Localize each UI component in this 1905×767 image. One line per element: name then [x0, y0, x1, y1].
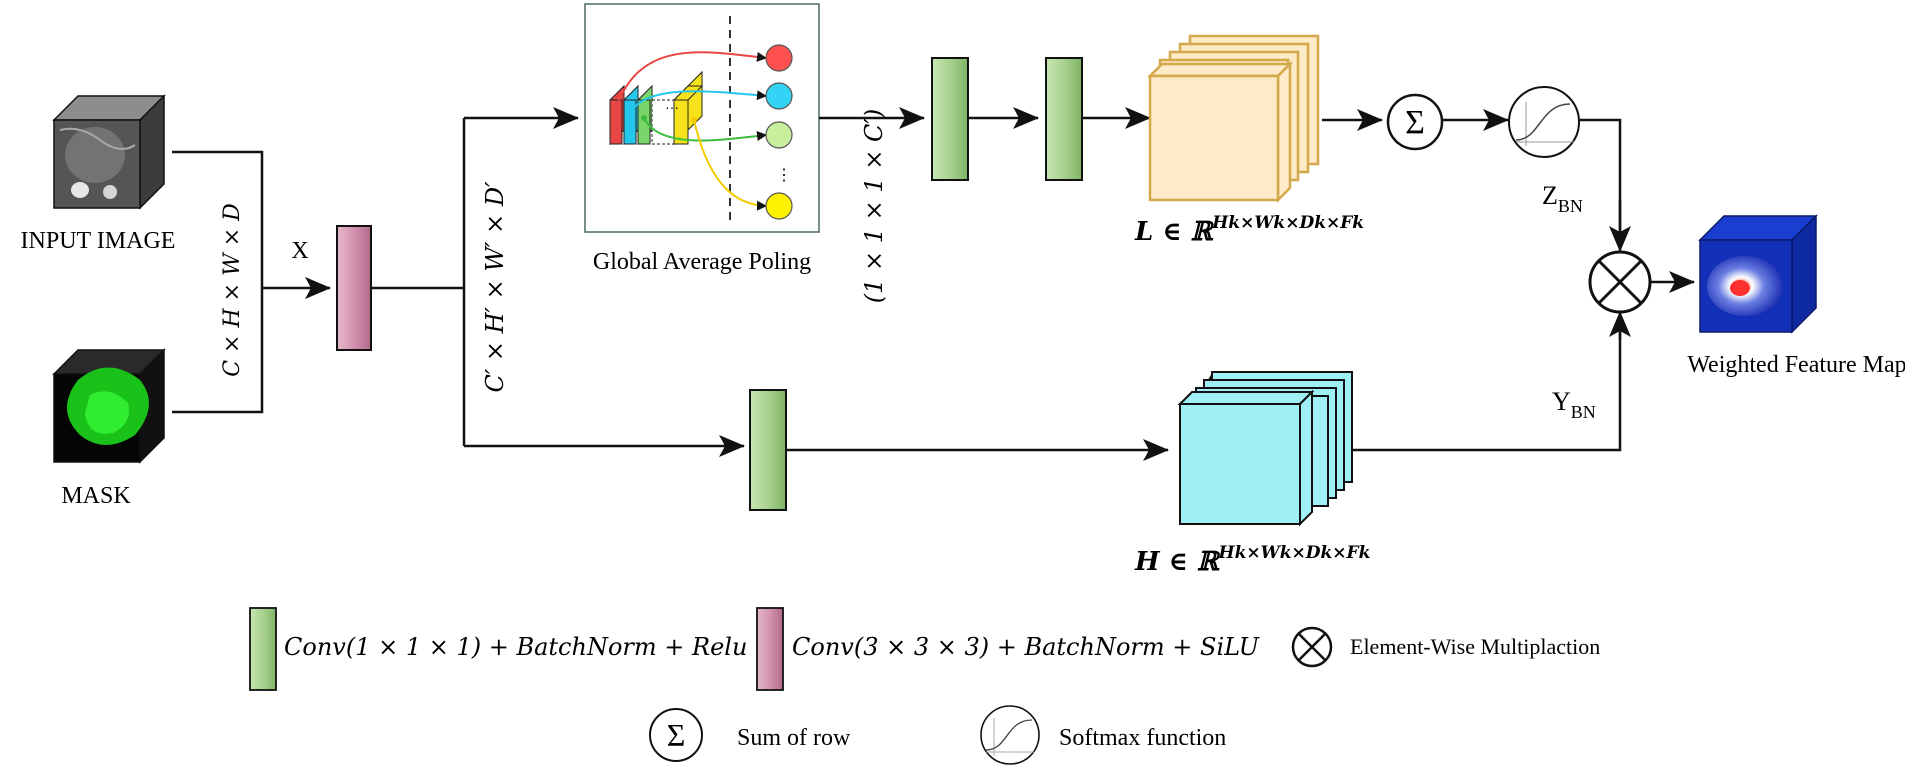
conv1-block-top-2 [1045, 57, 1083, 181]
l-formula: L ∈ ℝHk×Wk×Dk×Fk [1134, 213, 1364, 247]
bottom-path-connectors [786, 311, 1631, 461]
weighted-feature-map-label: Weighted Feature Map [1687, 352, 1905, 378]
mask-label: MASK [61, 483, 131, 509]
sum-node: Σ [1386, 93, 1444, 151]
conv-output-dim-label: C′ × H′ × W′ × D′ [481, 181, 509, 393]
svg-text:Σ: Σ [1405, 104, 1425, 141]
l-feature-cube [1146, 34, 1320, 204]
legend-conv3: Conv(3 × 3 × 3) + BatchNorm + SiLU [792, 633, 1260, 661]
legend-multiply-icon [1291, 626, 1333, 668]
gap-dots-horizontal: ··· [665, 102, 679, 117]
legend-sum: Sum of row [737, 725, 851, 751]
input-image-cube [52, 94, 166, 210]
weighted-feature-map-cube [1698, 214, 1818, 334]
h-feature-cube [1177, 371, 1353, 527]
h-formula: H ∈ ℝHk×Wk×Dk×Fk [1134, 543, 1370, 577]
legend: Conv(1 × 1 × 1) + BatchNorm + Relu Conv(… [249, 607, 1600, 765]
mask-cube [52, 348, 166, 464]
softmax-node [1508, 86, 1580, 158]
legend-conv1: Conv(1 × 1 × 1) + BatchNorm + Relu [284, 633, 747, 661]
input-dim-label: C × H × W × D [220, 203, 245, 377]
conv1-block-bottom [749, 389, 787, 511]
legend-sum-icon: Σ [649, 708, 703, 762]
legend-softmax-icon [980, 705, 1040, 765]
top-path-connectors [819, 107, 1631, 252]
legend-green-swatch [249, 607, 277, 691]
input-connectors [172, 150, 331, 414]
branch-connectors [371, 107, 745, 457]
input-image-label: INPUT IMAGE [21, 228, 176, 254]
conv3-block [336, 225, 372, 351]
gap-label: Global Average Poling [593, 249, 811, 275]
multiply-node [1588, 250, 1652, 314]
legend-softmax: Softmax function [1059, 725, 1226, 751]
legend-mult: Element-Wise Multiplaction [1350, 634, 1600, 659]
svg-text:Σ: Σ [667, 717, 686, 753]
z-bn-label: ZBN [1542, 181, 1583, 216]
legend-pink-swatch [756, 607, 784, 691]
conv1-block-top-1 [931, 57, 969, 181]
global-average-pooling-box: ··· ⋮ [584, 3, 820, 233]
y-bn-label: YBN [1552, 387, 1596, 422]
gap-dots-vertical: ⋮ [776, 167, 792, 184]
gap-output-dim-label: (1 × 1 × 1 × C′) [860, 109, 888, 303]
x-label: X [291, 238, 308, 264]
